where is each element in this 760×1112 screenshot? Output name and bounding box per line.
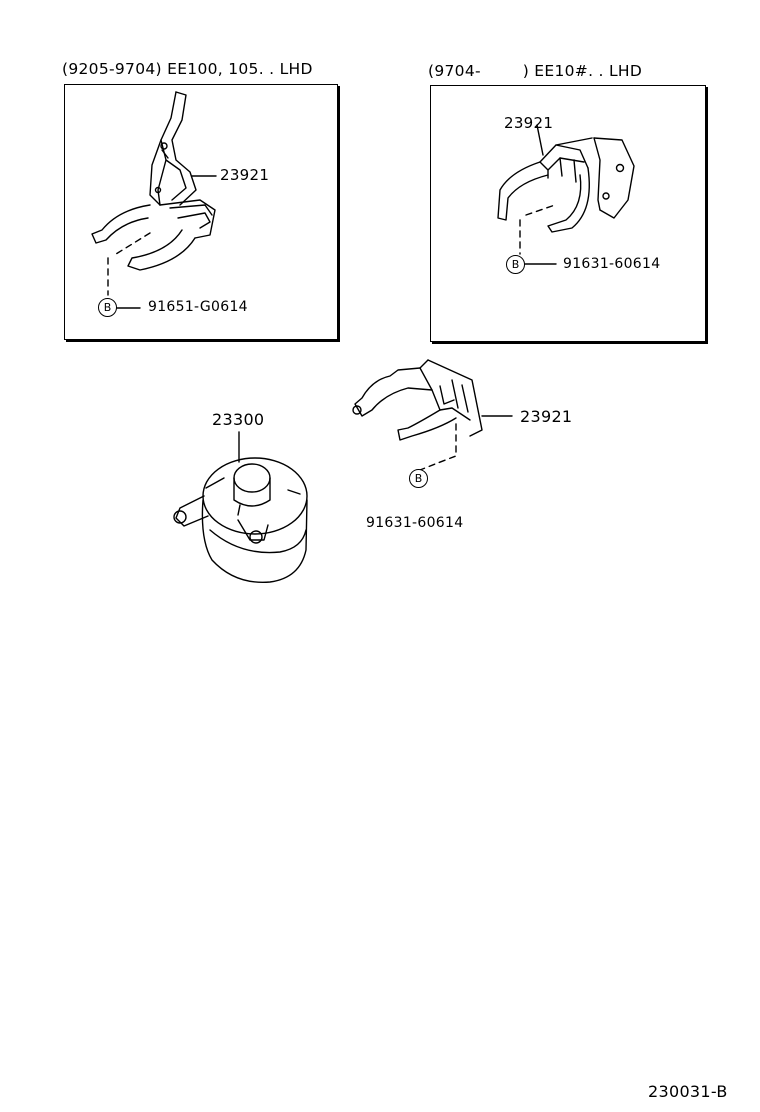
right-clamp-part-number: 23921 bbox=[504, 114, 554, 132]
figure-code: 230031-B bbox=[648, 1082, 728, 1101]
left-bolt-part-number: 91651-G0614 bbox=[148, 299, 248, 315]
right-panel-frame bbox=[430, 85, 706, 342]
left-bolt-badge: B bbox=[98, 298, 117, 317]
filter-part-number: 23300 bbox=[212, 410, 265, 429]
left-panel-frame bbox=[64, 84, 338, 340]
right-panel-caption: (9704- ) EE10#. . LHD bbox=[428, 62, 643, 80]
main-clamp-part-number: 23921 bbox=[520, 407, 573, 426]
right-bolt-badge: B bbox=[506, 255, 525, 274]
left-panel-caption: (9205-9704) EE100, 105. . LHD bbox=[62, 60, 313, 78]
main-clamp-drawing bbox=[352, 359, 513, 471]
left-clamp-part-number: 23921 bbox=[220, 166, 270, 184]
right-bolt-part-number: 91631-60614 bbox=[563, 256, 661, 272]
main-bolt-badge: B bbox=[409, 469, 428, 488]
right-clamp-drawing bbox=[497, 124, 635, 265]
main-filter-drawing bbox=[173, 431, 308, 584]
main-bolt-part-number: 91631-60614 bbox=[366, 515, 464, 531]
left-clamp-drawing bbox=[91, 91, 217, 309]
